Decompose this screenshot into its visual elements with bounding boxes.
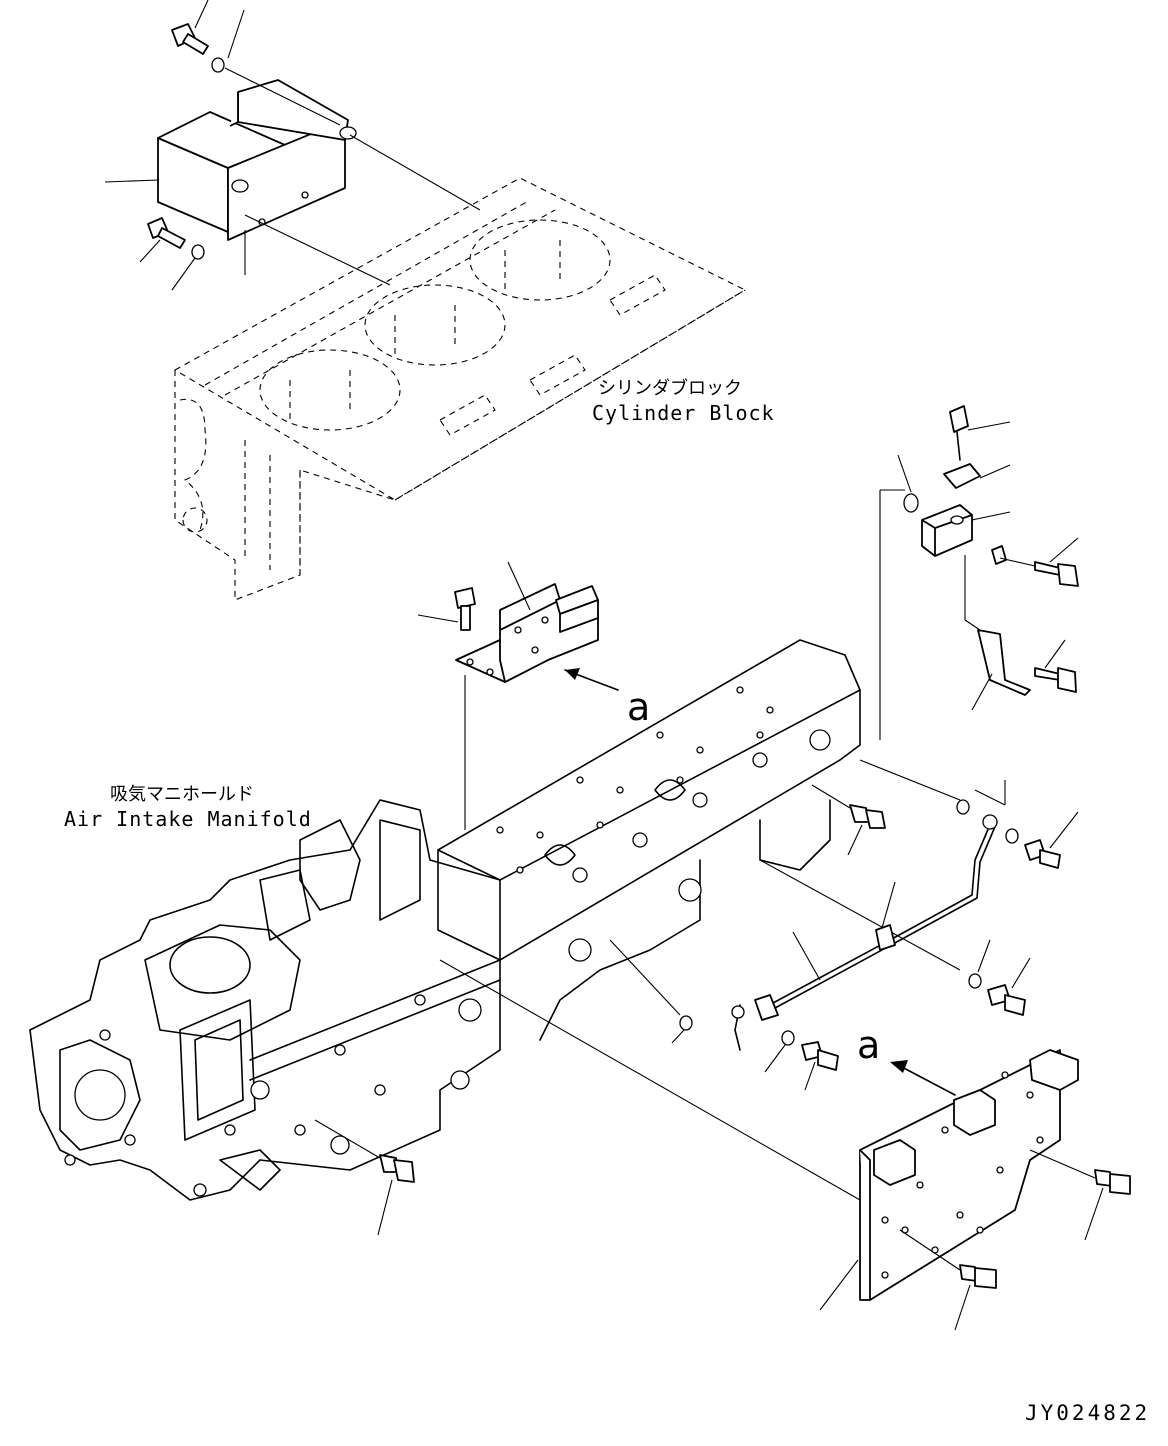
- bottom-plate-bolts: [959, 1169, 1131, 1289]
- clamp-assembly: [903, 405, 1079, 696]
- bottom-plate: [859, 1049, 1079, 1301]
- bottom-leader-lines: [819, 1060, 1104, 1331]
- top-leader-lines: [104, 0, 481, 291]
- harness-leader-lines: [671, 780, 1079, 1091]
- center-bracket: [455, 583, 599, 683]
- view-marker-upper: a: [627, 685, 650, 729]
- cylinder-block-label-jp: シリンダブロック: [598, 377, 742, 399]
- air-intake-manifold: [29, 799, 501, 1201]
- air-intake-label-en: Air Intake Manifold: [64, 807, 312, 831]
- top-bracket: [157, 79, 357, 241]
- view-marker-lower: a: [857, 1023, 880, 1067]
- cylinder-block-label-en: Cylinder Block: [592, 401, 775, 425]
- harness-washers-bolts: [679, 799, 1061, 1071]
- sensor-lower: [379, 1154, 415, 1183]
- clamp-leader-lines: [879, 421, 1079, 740]
- washer-mid: [191, 244, 205, 260]
- sensor-upper: [849, 804, 886, 829]
- drawing-code: JY024822: [1025, 1401, 1150, 1425]
- center-bolt: [454, 587, 476, 631]
- cylinder-block-outline: [173, 177, 747, 601]
- bolt-mid-left: [147, 217, 186, 249]
- air-intake-label-jp: 吸気マニホールド: [110, 784, 254, 805]
- center-leader-lines: [417, 561, 619, 830]
- cylinder-head: [259, 639, 861, 1171]
- harness-wire: [731, 814, 998, 1051]
- manifold-leader-lines: [314, 759, 961, 1236]
- washer-upper: [211, 57, 225, 73]
- bolt-upper-left: [171, 23, 209, 55]
